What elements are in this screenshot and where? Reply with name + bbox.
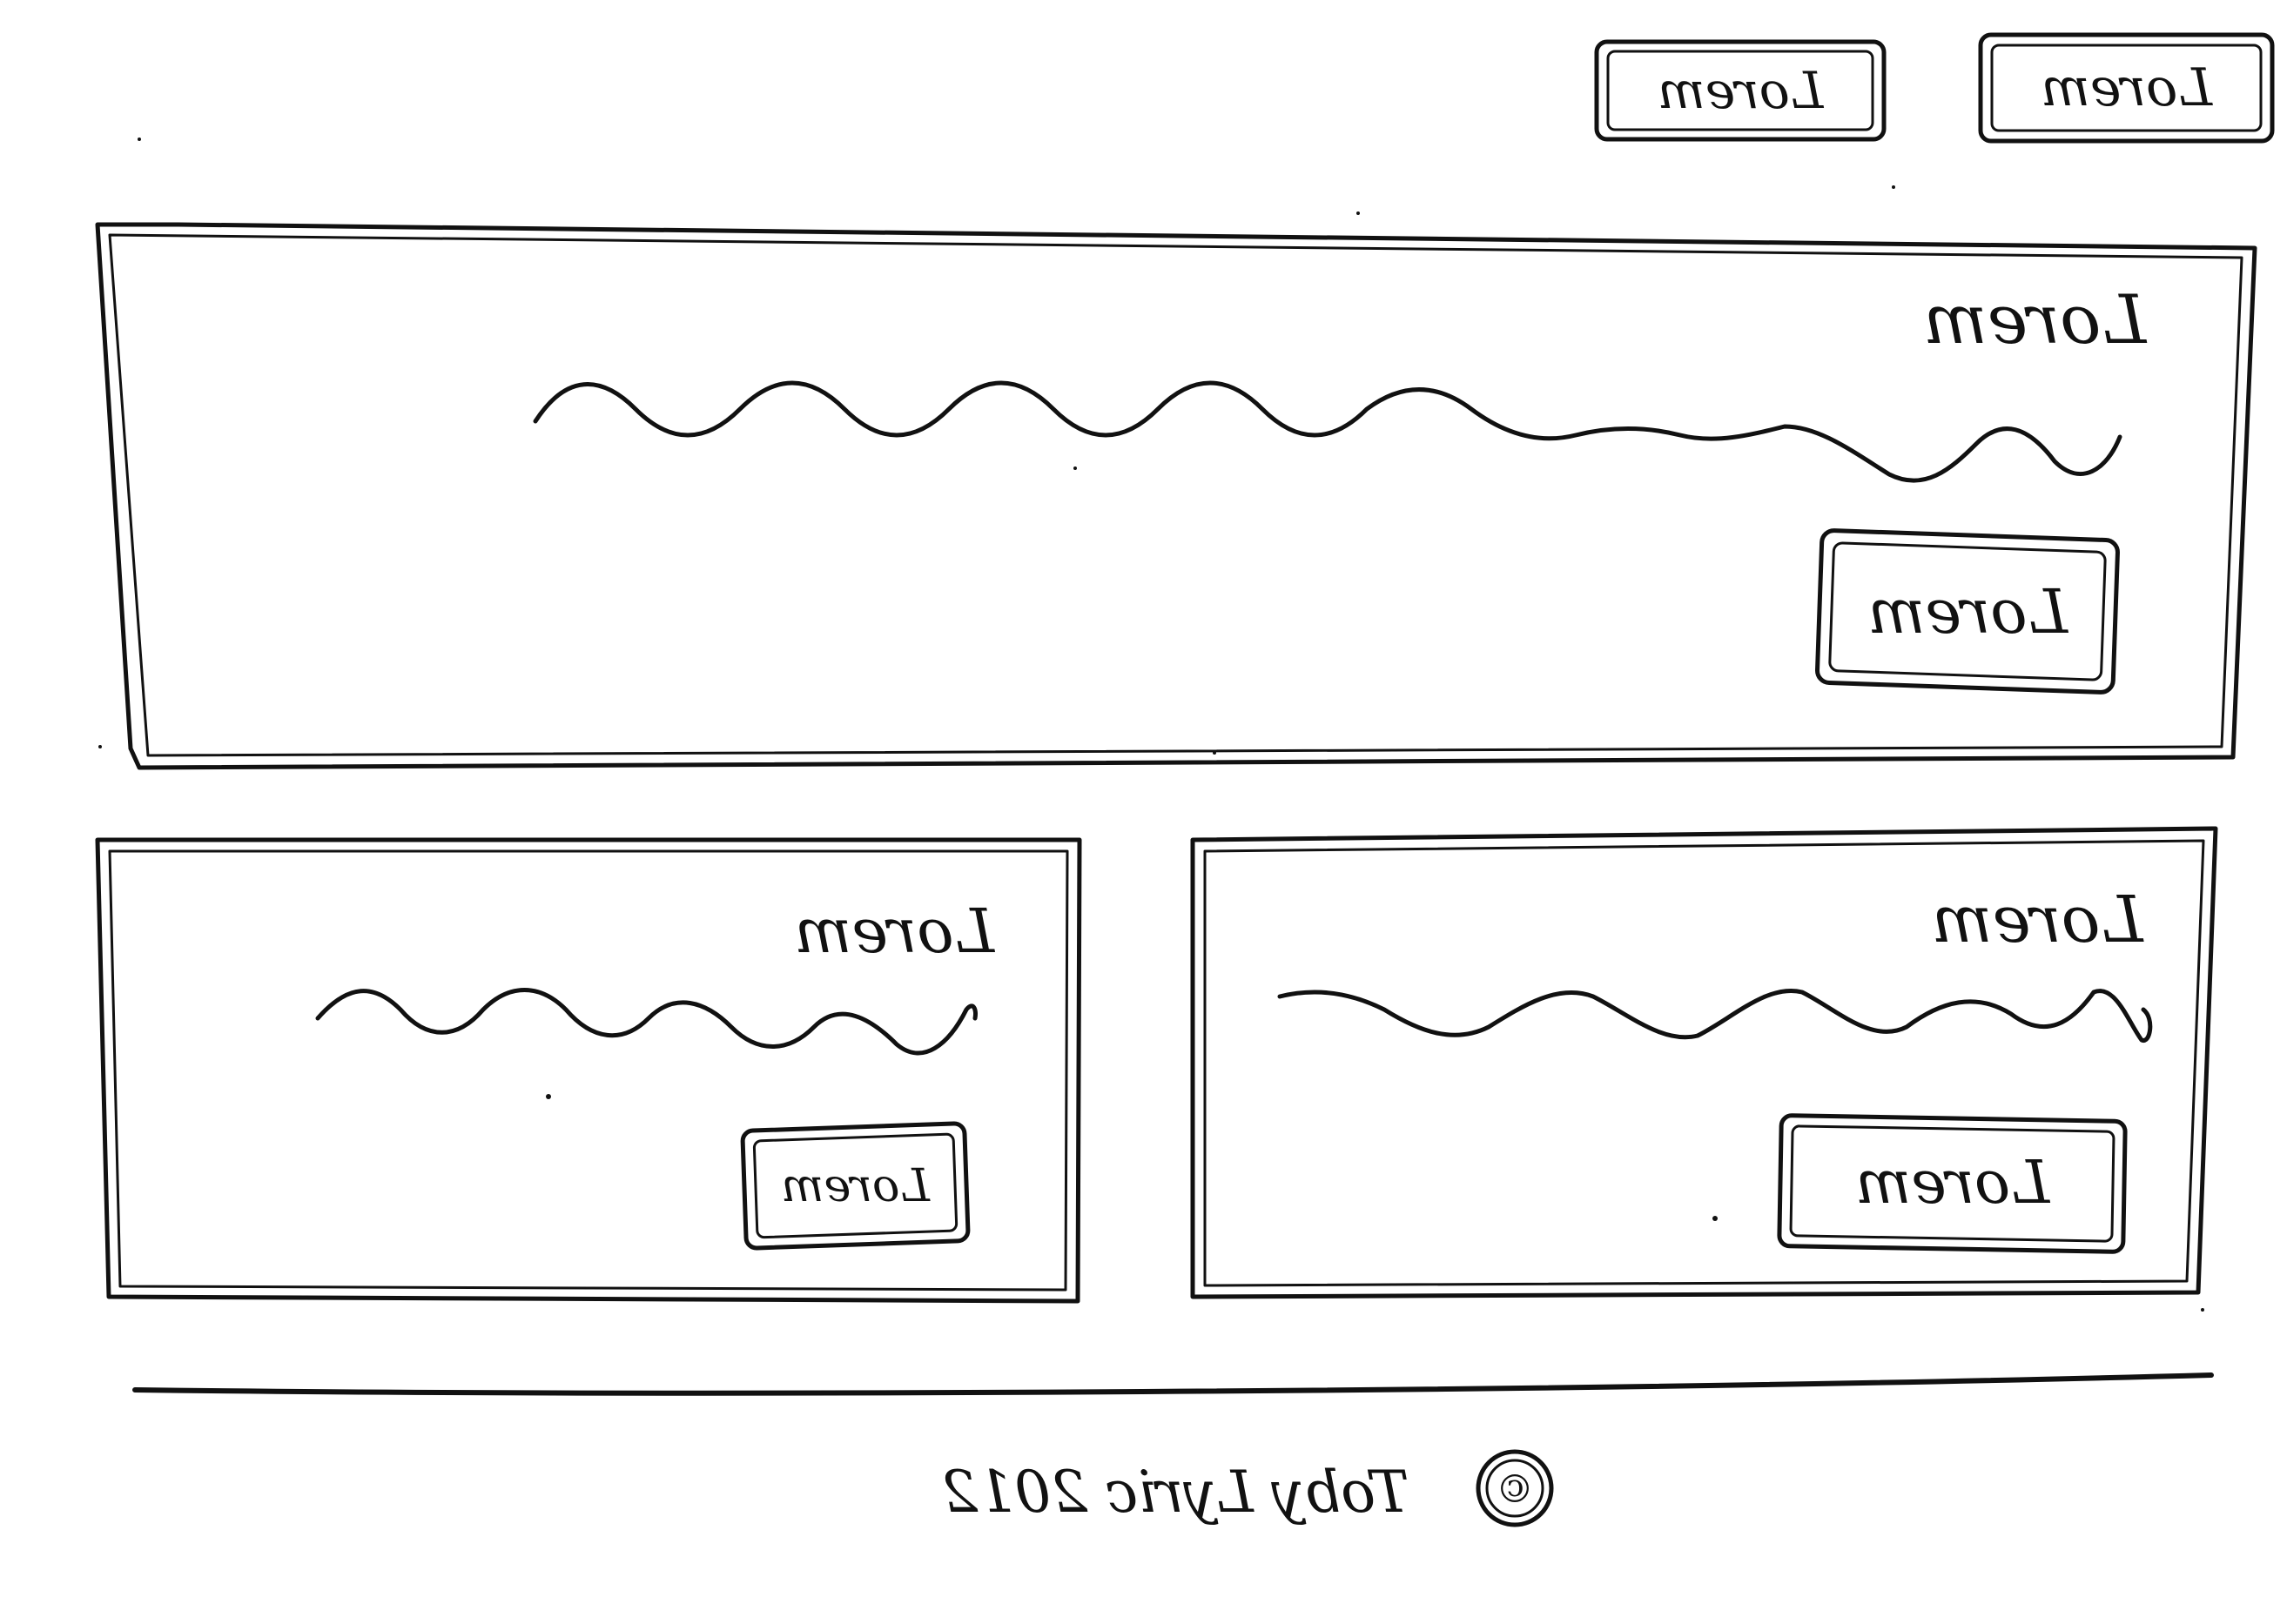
copyright-icon [1476, 1449, 1554, 1527]
hero-button[interactable]: Lorem [1820, 535, 2115, 688]
footer-credit: Toby Lyric 2012 [941, 1459, 1409, 1526]
hero-button-outline [1815, 528, 2120, 695]
hero-squiggle [533, 380, 2122, 483]
paper-specks [98, 138, 2204, 1312]
card-right-button-outline [1777, 1113, 2128, 1254]
nav-button-1[interactable]: Lorem [1597, 42, 1884, 139]
card-right-outline [1190, 826, 2218, 1299]
hero-heading: Lorem [1922, 281, 2147, 359]
nav-button-outline-left [1594, 39, 1887, 142]
card-left-button-outline [740, 1121, 971, 1251]
card-right-heading: Lorem [1931, 882, 2143, 957]
footer: © Toby Lyric 2012 [871, 1436, 1584, 1549]
nav-button-2[interactable]: Lorem [1981, 35, 2272, 141]
hero-card-outline [95, 222, 2257, 770]
card-left: Lorem Lorem [98, 840, 1080, 1301]
card-right-squiggle [1277, 989, 2153, 1043]
hero-body-text [533, 364, 2126, 468]
card-left-squiggle [315, 988, 978, 1056]
card-left-button-label: Lorem [781, 1159, 930, 1212]
card-left-heading: Lorem [794, 896, 994, 967]
card-right-button[interactable]: Lorem [1780, 1118, 2124, 1249]
card-left-outline [95, 837, 1082, 1304]
hero-card: Lorem Lorem [98, 225, 2255, 768]
card-left-button[interactable]: Lorem [744, 1127, 966, 1245]
card-right-button-label: Lorem [1854, 1149, 2050, 1218]
nav-button-outline-right [1978, 32, 2275, 144]
card-right: Lorem Lorem [1193, 829, 2216, 1297]
footer-divider [132, 1372, 2214, 1396]
copyright-symbol: © [1496, 1467, 1534, 1512]
hero-button-label: Lorem [1867, 575, 2068, 648]
card-left-body-text [315, 979, 977, 1057]
card-right-body-text [1280, 972, 2150, 1055]
nav-button-1-label: Lorem [1657, 61, 1824, 120]
nav-button-2-label: Lorem [2040, 57, 2213, 118]
